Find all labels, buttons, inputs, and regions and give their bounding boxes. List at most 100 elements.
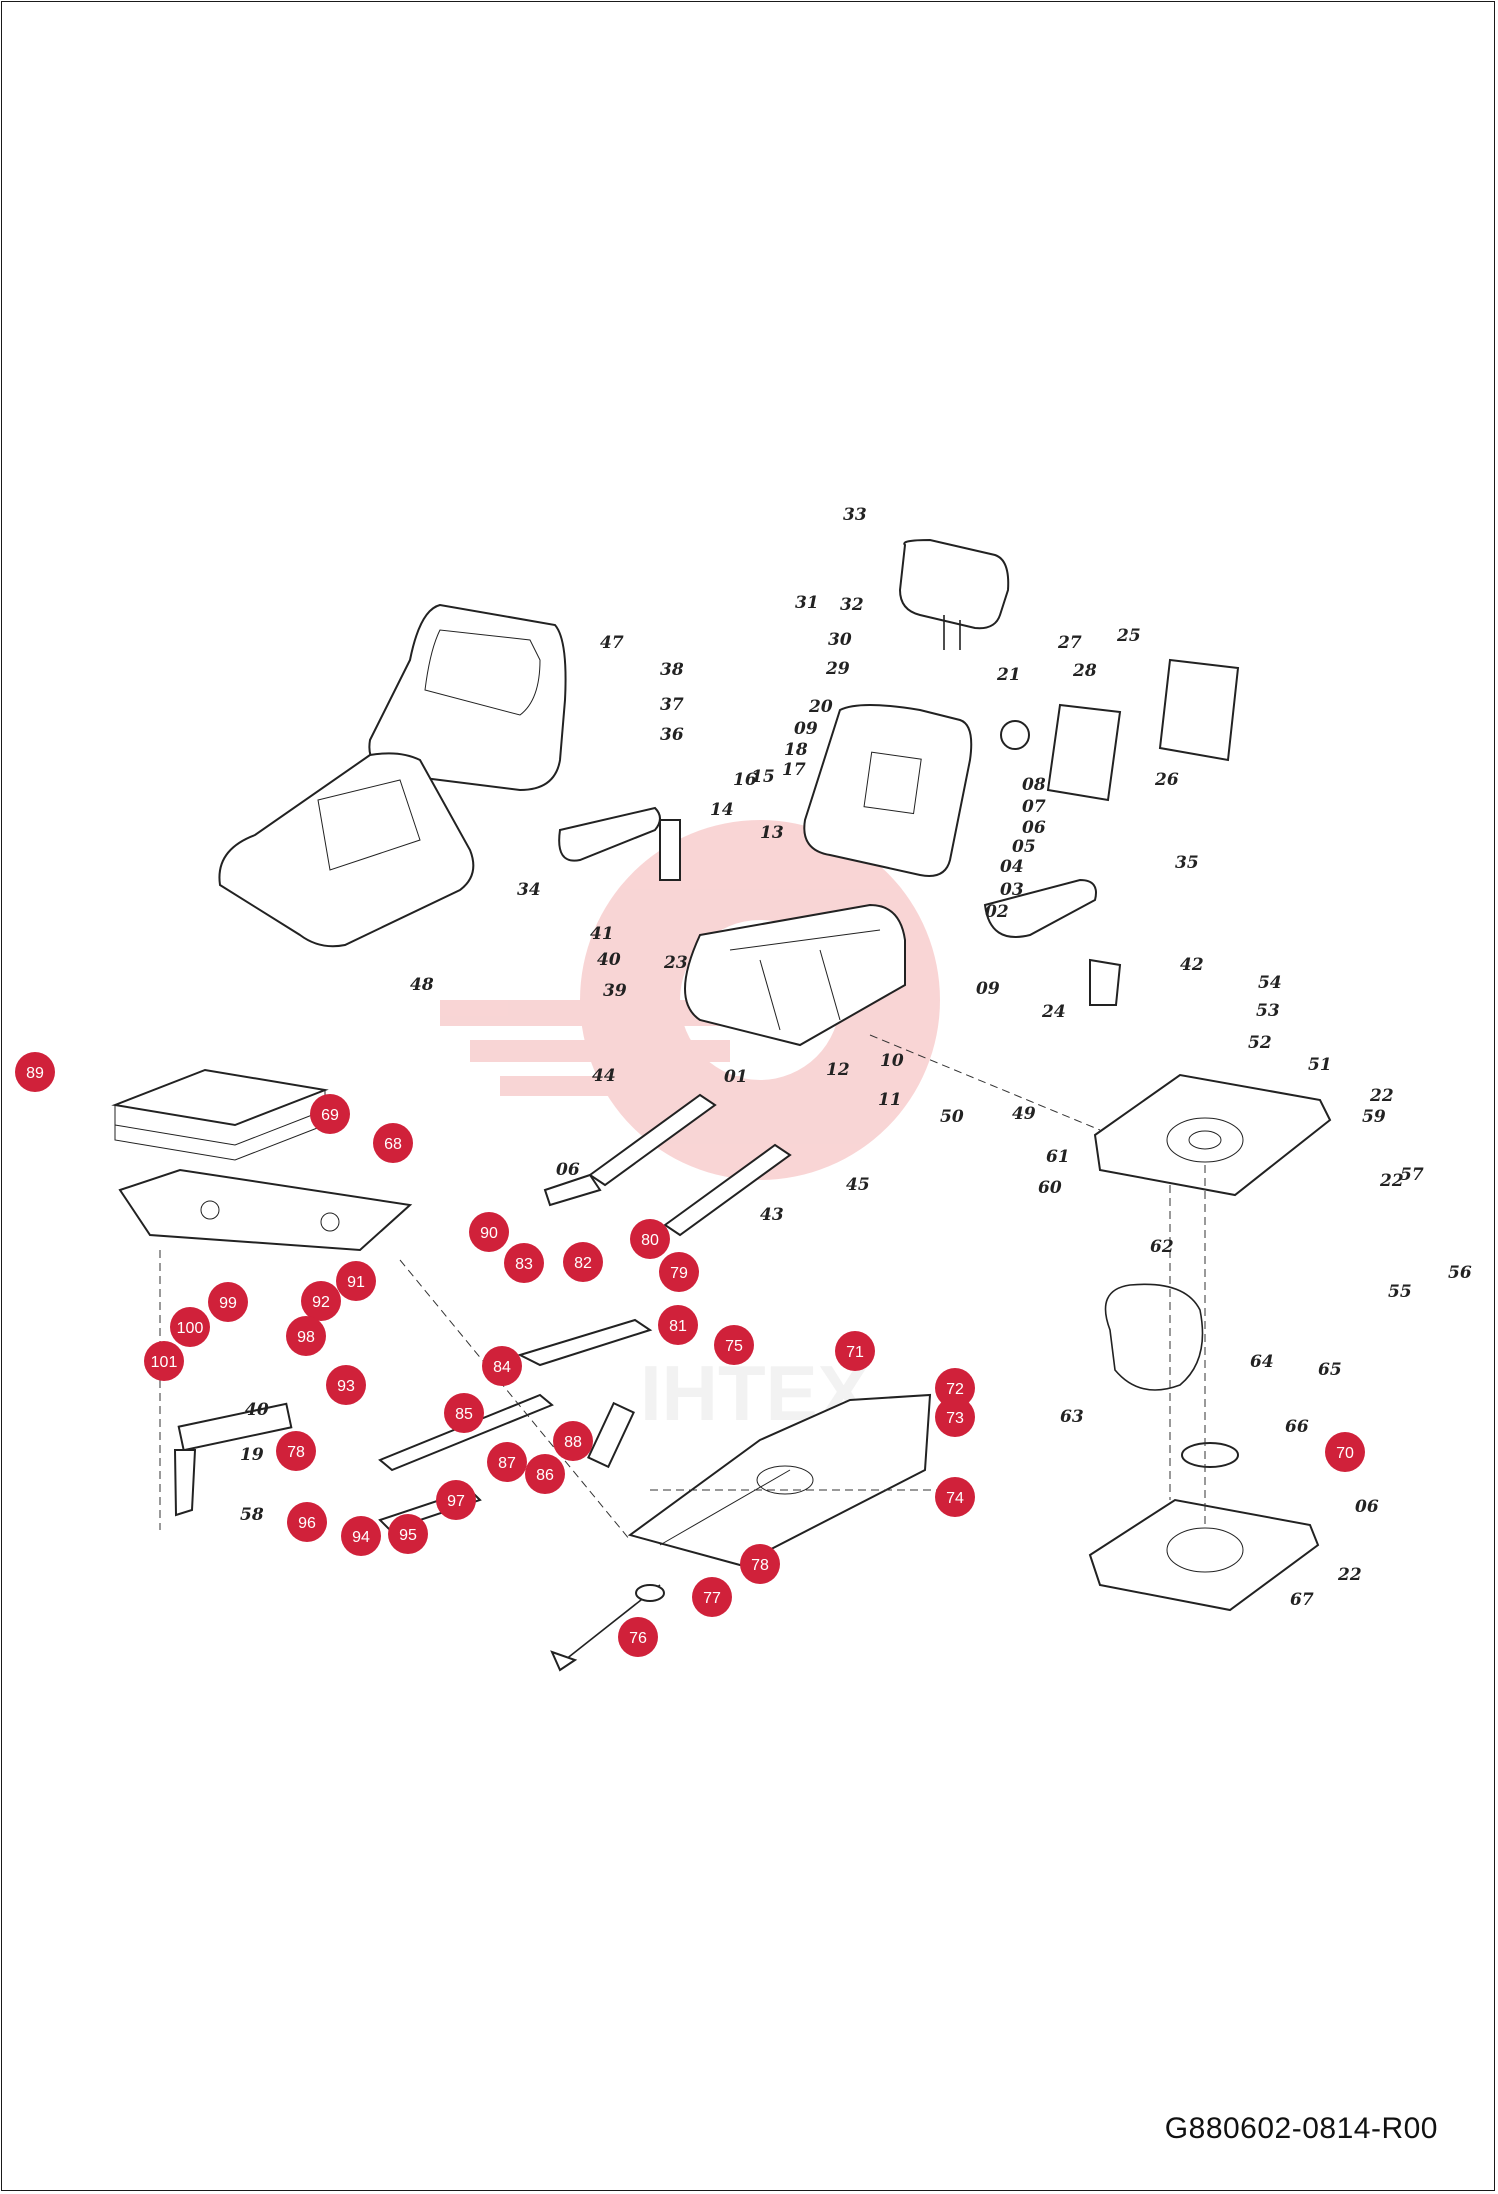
part-label: 30 [828, 630, 852, 650]
callout-85: 85 [444, 1393, 484, 1433]
part-label: 12 [826, 1060, 850, 1080]
part-label: 28 [1072, 661, 1097, 681]
callout-number: 81 [669, 1318, 687, 1335]
callout-99: 99 [208, 1282, 248, 1322]
back-cushion [368, 603, 567, 792]
part-label: 27 [1057, 633, 1082, 653]
callout-87: 87 [487, 1442, 527, 1482]
callout-circle [15, 1052, 55, 1092]
part-label: 24 [1041, 1002, 1066, 1022]
part-label: 50 [940, 1107, 964, 1127]
part-label: 40 [597, 950, 621, 970]
part-label: 04 [1000, 857, 1024, 877]
callout-number: 89 [26, 1065, 44, 1082]
callout-circle [504, 1243, 544, 1283]
callout-number: 68 [384, 1136, 402, 1153]
part-label: 10 [880, 1051, 904, 1071]
callout-number: 101 [151, 1354, 178, 1371]
callout-78: 78 [276, 1431, 316, 1471]
headrest [898, 538, 1010, 650]
callout-circle [208, 1282, 248, 1322]
base-frame [627, 1393, 932, 1567]
callout-number: 99 [219, 1295, 237, 1312]
callout-71: 71 [835, 1331, 875, 1371]
callout-98: 98 [286, 1316, 326, 1356]
callout-91: 91 [336, 1261, 376, 1301]
callout-69: 69 [310, 1094, 350, 1134]
part-label: 36 [660, 725, 684, 745]
seat-cushion [218, 752, 475, 948]
part-label: 57 [1400, 1165, 1424, 1185]
part-label: 21 [996, 665, 1021, 685]
callout-number: 74 [946, 1490, 964, 1507]
callout-83: 83 [504, 1243, 544, 1283]
part-label: 58 [240, 1505, 264, 1525]
part-label: 09 [794, 719, 818, 739]
callout-circle [935, 1477, 975, 1517]
armrest-left [558, 806, 681, 881]
part-label: 39 [603, 981, 627, 1001]
callout-97: 97 [436, 1480, 476, 1520]
part-label: 55 [1388, 1282, 1412, 1302]
backrest-frame [803, 704, 973, 877]
part-label: 25 [1116, 626, 1141, 646]
part-label: 41 [590, 924, 614, 944]
part-label: 67 [1290, 1590, 1314, 1610]
callout-circle [835, 1331, 875, 1371]
swivel-plate-upper [1093, 1073, 1332, 1197]
callout-number: 94 [352, 1529, 370, 1546]
callout-number: 93 [337, 1378, 355, 1395]
callout-circle [436, 1480, 476, 1520]
callout-circle [658, 1305, 698, 1345]
callout-circle [326, 1365, 366, 1405]
callout-number: 86 [536, 1467, 554, 1484]
callout-96: 96 [287, 1502, 327, 1542]
part-label: 31 [795, 593, 819, 613]
callout-circle [341, 1516, 381, 1556]
part-label: 43 [760, 1205, 784, 1225]
callout-number: 75 [725, 1338, 743, 1355]
part-label: 05 [1012, 837, 1036, 857]
part-label: 06 [1355, 1497, 1379, 1517]
part-label: 14 [710, 800, 734, 820]
callout-number: 72 [946, 1381, 964, 1398]
part-label: 34 [517, 880, 541, 900]
callout-circle [336, 1261, 376, 1301]
callout-number: 96 [298, 1515, 316, 1532]
callout-circle [487, 1442, 527, 1482]
callout-number: 84 [493, 1359, 511, 1376]
part-label: 40 [245, 1400, 269, 1420]
callout-circle [740, 1544, 780, 1584]
part-label: 20 [808, 697, 833, 717]
part-label: 01 [724, 1067, 748, 1087]
callout-80: 80 [630, 1219, 670, 1259]
callout-number: 69 [321, 1107, 339, 1124]
callout-number: 100 [177, 1320, 204, 1337]
callout-circle [276, 1431, 316, 1471]
bellows [1104, 1283, 1204, 1391]
callout-73: 73 [935, 1397, 975, 1437]
callout-circle [469, 1212, 509, 1252]
callout-number: 88 [564, 1434, 582, 1451]
part-label: 18 [784, 740, 808, 760]
callout-88: 88 [553, 1421, 593, 1461]
callout-89: 89 [15, 1052, 55, 1092]
callout-number: 80 [641, 1232, 659, 1249]
part-label: 13 [760, 823, 784, 843]
part-label: 45 [846, 1175, 870, 1195]
part-label: 17 [782, 760, 806, 780]
callout-number: 73 [946, 1410, 964, 1427]
callout-86: 86 [525, 1454, 565, 1494]
part-label: 29 [825, 659, 850, 679]
part-label: 37 [660, 695, 684, 715]
callout-number: 87 [498, 1455, 516, 1472]
part-label: 23 [663, 953, 688, 973]
callout-circle [482, 1346, 522, 1386]
callout-circle [144, 1341, 184, 1381]
callout-77: 77 [692, 1577, 732, 1617]
part-label: 33 [843, 505, 867, 525]
callout-93: 93 [326, 1365, 366, 1405]
part-label: 15 [751, 767, 775, 787]
